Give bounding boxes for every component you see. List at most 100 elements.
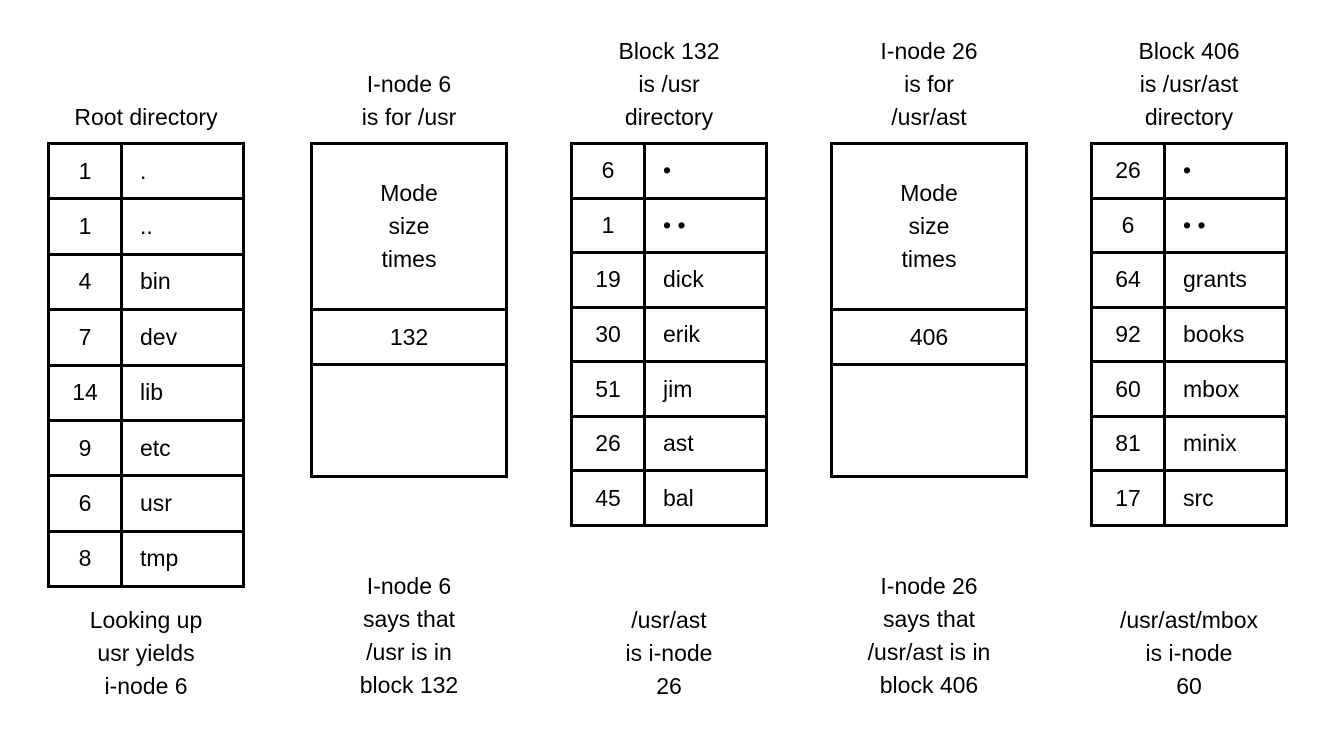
inode-number-cell: 9 — [50, 421, 123, 475]
inode-number-cell: 26 — [1093, 145, 1166, 197]
directory-entry-row: 19 dick — [573, 254, 765, 309]
entry-name-cell: bin — [140, 268, 171, 295]
directory-entry-row: 51 jim — [573, 363, 765, 418]
entry-name-cell: dick — [663, 266, 704, 293]
title-line: is /usr — [638, 71, 700, 97]
inode-number-cell: 30 — [573, 308, 646, 361]
caption-line: I-node 26 — [880, 573, 978, 599]
root-directory-title: Root directory — [0, 101, 295, 134]
inode-number-cell: 17 — [1093, 472, 1166, 525]
inode-attribute-line: Mode — [900, 180, 958, 206]
inode-number-cell: 1 — [50, 145, 123, 198]
caption-line: /usr is in — [366, 639, 452, 665]
title-line: /usr/ast — [891, 104, 967, 130]
inode-number-cell: 6 — [50, 477, 123, 530]
entry-name-cell: src — [1183, 484, 1214, 511]
entry-name-cell: minix — [1183, 430, 1237, 457]
inode-number-cell: 7 — [50, 311, 123, 364]
inode-block-pointer-section: 406 — [833, 311, 1025, 366]
title-line: directory — [1144, 104, 1234, 130]
caption-line: block 406 — [879, 672, 979, 698]
block-406-title: Block 406 is /usr/ast directory — [1040, 35, 1322, 134]
entry-name-cell: .. — [140, 213, 153, 240]
inode-number-cell: 6 — [573, 145, 646, 197]
entry-name-cell: • — [663, 157, 672, 184]
block-132-caption: /usr/ast is i-node 26 — [508, 604, 830, 703]
entry-name-cell: erik — [663, 321, 701, 348]
inode-attributes-section: Mode size times — [833, 145, 1025, 311]
inode-number-cell: 14 — [50, 366, 123, 419]
inode-attribute-line: times — [901, 246, 957, 272]
inode-number-cell: 4 — [50, 255, 123, 309]
inode-number-cell: 92 — [1093, 308, 1166, 361]
title-line: is /usr/ast — [1139, 71, 1239, 97]
directory-entry-row: 1. — [50, 145, 242, 201]
inode-empty-section — [833, 366, 1025, 475]
inode-6-caption: I-node 6 says that/usr is in block 132 — [248, 570, 570, 702]
inode-number-cell: 45 — [573, 472, 646, 525]
directory-entry-row: 6• — [573, 145, 765, 200]
entry-name-cell: • • — [663, 211, 686, 238]
inode-attribute-line: size — [908, 213, 950, 239]
entry-name-cell: etc — [140, 434, 171, 461]
directory-entry-row: 4 bin — [50, 255, 242, 312]
inode-attribute-line: times — [381, 246, 437, 272]
entry-name-cell: • — [1183, 157, 1192, 184]
caption-line: is i-node — [1145, 640, 1233, 666]
directory-entry-row: 7 dev — [50, 311, 242, 367]
inode-26-box: Mode size times 406 — [830, 142, 1028, 478]
caption-line: usr yields — [97, 640, 195, 666]
entry-name-cell: jim — [663, 375, 693, 402]
directory-entry-row: 1 • • — [573, 199, 765, 255]
inode-number-cell: 81 — [1093, 417, 1166, 470]
title-line: Root directory — [74, 104, 218, 130]
caption-line: is i-node — [625, 640, 713, 666]
entry-name-cell: dev — [140, 323, 178, 350]
inode-number-cell: 51 — [573, 363, 646, 415]
inode-number-cell: 26 — [573, 417, 646, 470]
inode-empty-section — [313, 366, 505, 475]
entry-name-cell: mbox — [1183, 375, 1240, 402]
entry-name-cell: grants — [1183, 266, 1247, 293]
inode-number-cell: 19 — [573, 254, 646, 306]
title-line: Block 406 — [1138, 38, 1240, 64]
entry-name-cell: ast — [663, 430, 694, 457]
entry-name-cell: lib — [140, 379, 164, 406]
inode-attribute-line: Mode — [380, 180, 438, 206]
inode-number-cell: 1 — [573, 199, 646, 252]
directory-entry-row: 60 mbox — [1093, 363, 1285, 418]
inode-number-cell: 6 — [1093, 199, 1166, 252]
caption-line: 26 — [656, 673, 682, 699]
directory-entry-row: 1.. — [50, 200, 242, 256]
caption-line: 60 — [1176, 673, 1202, 699]
caption-line: block 132 — [359, 672, 459, 698]
inode-number-cell: 8 — [50, 532, 123, 585]
directory-entry-row: 6• • — [1093, 199, 1285, 255]
caption-line: /usr/ast is in — [867, 639, 991, 665]
inode-number-cell: 60 — [1093, 363, 1166, 415]
directory-entry-row: 81 minix — [1093, 417, 1285, 473]
entry-name-cell: . — [140, 157, 147, 184]
title-line: is for — [904, 71, 954, 97]
caption-line: I-node 6 — [366, 573, 452, 599]
caption-line: Looking up — [89, 607, 203, 633]
caption-line: says that — [362, 606, 456, 632]
directory-entry-row: 26 ast — [573, 417, 765, 473]
directory-entry-row: 9 etc — [50, 421, 242, 478]
caption-line: /usr/ast — [631, 607, 707, 633]
